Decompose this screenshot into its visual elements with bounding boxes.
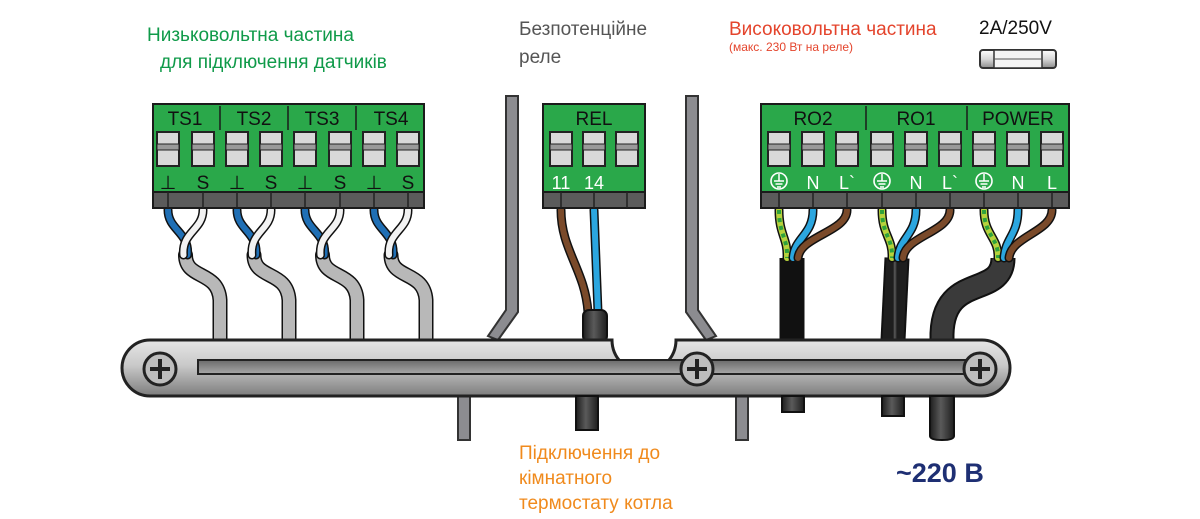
terminal-screw [801, 131, 825, 167]
terminal-screw [972, 131, 996, 167]
sensor-pin-mark: ⊥ [229, 173, 246, 194]
power-pin-mark: L [1047, 173, 1057, 193]
cable-stubs-below [575, 395, 955, 442]
sensor-group-label-4: TS4 [374, 109, 409, 130]
relay-title-line2: реле [519, 47, 562, 68]
relay-cable [556, 205, 608, 343]
sensor-terminal-block: TS1 TS2 TS3 TS4 ⊥ S ⊥ S ⊥ S ⊥ S [152, 103, 425, 209]
terminal-screw [225, 131, 249, 167]
terminal-screw [870, 131, 894, 167]
earth-icon [975, 172, 993, 190]
power-pin-mark: L` [839, 173, 855, 193]
terminal-screw [259, 131, 283, 167]
low-voltage-title-line2: для підключення датчиків [160, 52, 387, 73]
relay-pin-11: 11 [552, 173, 571, 193]
relay-group-label: REL [576, 109, 613, 130]
earth-icon [873, 172, 891, 190]
mains-voltage-label: ~220 В [896, 458, 984, 488]
terminal-screw [835, 131, 859, 167]
terminal-screw [549, 131, 573, 167]
terminal-screw [156, 131, 180, 167]
terminal-screw [904, 131, 928, 167]
power-pin-mark: N [910, 173, 923, 193]
power-group-label-2: RO1 [896, 109, 935, 130]
sensor-pin-mark: S [334, 173, 347, 194]
terminal-screw [767, 131, 791, 167]
sensor-pin-mark: S [265, 173, 278, 194]
power-pin-mark: N [807, 173, 820, 193]
screw-left [142, 351, 178, 387]
terminal-screw [1006, 131, 1030, 167]
screw-middle [679, 351, 715, 387]
sensor-pin-mark: ⊥ [366, 173, 383, 194]
terminal-screw [582, 131, 606, 167]
power-terminal-block: RO2 RO1 POWER N L` N L` N L [760, 103, 1070, 209]
fuse-icon [979, 49, 1057, 69]
terminal-screw [362, 131, 386, 167]
power-pin-mark: L` [942, 173, 958, 193]
thermostat-label-line3: термостату котла [519, 493, 673, 514]
earth-icon [770, 172, 788, 190]
terminal-screw [396, 131, 420, 167]
sensor-group-label-1: TS1 [168, 109, 203, 130]
sensor-group-label-3: TS3 [305, 109, 340, 130]
thermostat-label-line1: Підключення до [519, 443, 661, 464]
sensor-cables [163, 205, 434, 348]
screw-right [962, 351, 998, 387]
power-group-label-3: POWER [982, 109, 1054, 130]
terminal-screw [1040, 131, 1064, 167]
sensor-pin-mark: S [197, 173, 210, 194]
relay-terminal-block: REL 11 14 [542, 103, 646, 209]
thermostat-label-line2: кімнатного [519, 468, 613, 489]
sensor-pin-mark: ⊥ [160, 173, 177, 194]
terminal-screw [938, 131, 962, 167]
cable-clamp-bar [120, 338, 1012, 398]
high-voltage-note: (макс. 230 Вт на реле) [729, 40, 854, 54]
relay-title-line1: Безпотенційне [519, 19, 648, 40]
low-voltage-title-line1: Низьковольтна частина [147, 25, 354, 46]
power-pin-mark: N [1012, 173, 1025, 193]
terminal-screw [328, 131, 352, 167]
terminal-screw [293, 131, 317, 167]
terminal-screw [615, 131, 639, 167]
sensor-group-label-2: TS2 [237, 109, 272, 130]
power-group-label-1: RO2 [793, 109, 832, 130]
fuse-rating: 2A/250V [979, 18, 1052, 39]
relay-pin-14: 14 [584, 173, 604, 193]
power-cables [774, 205, 1057, 341]
sensor-pin-mark: ⊥ [297, 173, 314, 194]
terminal-screw [191, 131, 215, 167]
high-voltage-title: Високовольтна частина [729, 19, 937, 40]
sensor-pin-mark: S [402, 173, 415, 194]
